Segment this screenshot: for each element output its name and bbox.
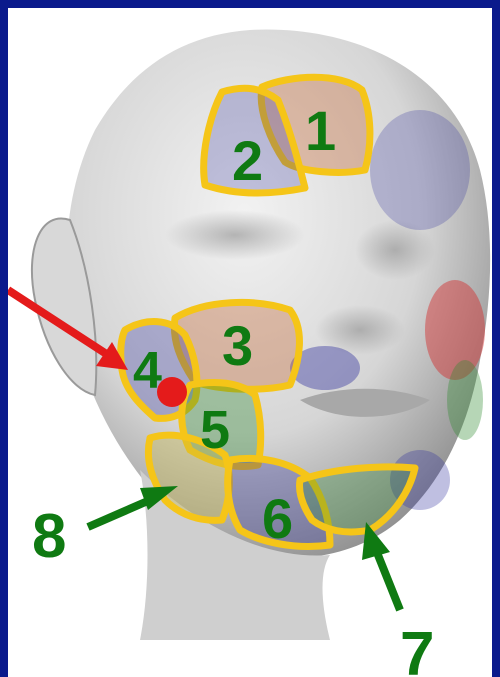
face-region-diagram: 1 2 3 4 5 6 7 8 [8, 8, 492, 677]
region-label-2: 2 [232, 129, 263, 192]
region-7 [300, 467, 416, 532]
figure-panel: 1 2 3 4 5 6 7 8 [8, 8, 492, 677]
arrow-8-shaft [88, 500, 150, 527]
region-label-4: 4 [133, 342, 162, 400]
point-cloud-jaw [447, 360, 483, 440]
arrow-7-shaft [376, 550, 400, 610]
region-label-5: 5 [200, 400, 230, 460]
point-cloud-forehead [370, 110, 470, 230]
point-cloud-cheek [425, 280, 485, 380]
region-label-7: 7 [400, 620, 434, 677]
region-label-3: 3 [222, 314, 253, 377]
eye-socket [165, 210, 305, 260]
region-label-8: 8 [32, 502, 66, 571]
region-label-6: 6 [262, 487, 293, 550]
arrow-to-region-7 [362, 522, 400, 610]
region-label-1: 1 [305, 99, 336, 162]
